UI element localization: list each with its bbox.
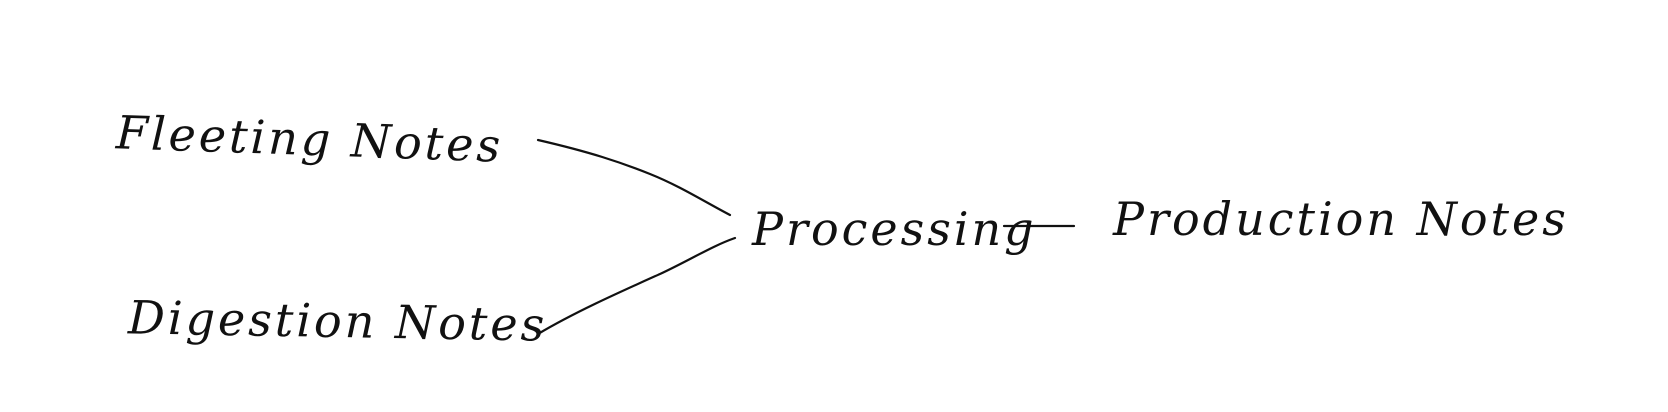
node-production-notes: Production Notes — [1113, 192, 1569, 246]
node-digestion-notes: Digestion Notes — [127, 290, 548, 352]
node-processing: Processing — [752, 202, 1037, 256]
edge-fleeting-to-processing — [536, 138, 732, 217]
edge-digestion-to-processing — [536, 236, 737, 336]
node-fleeting-notes: Fleeting Notes — [115, 105, 505, 173]
